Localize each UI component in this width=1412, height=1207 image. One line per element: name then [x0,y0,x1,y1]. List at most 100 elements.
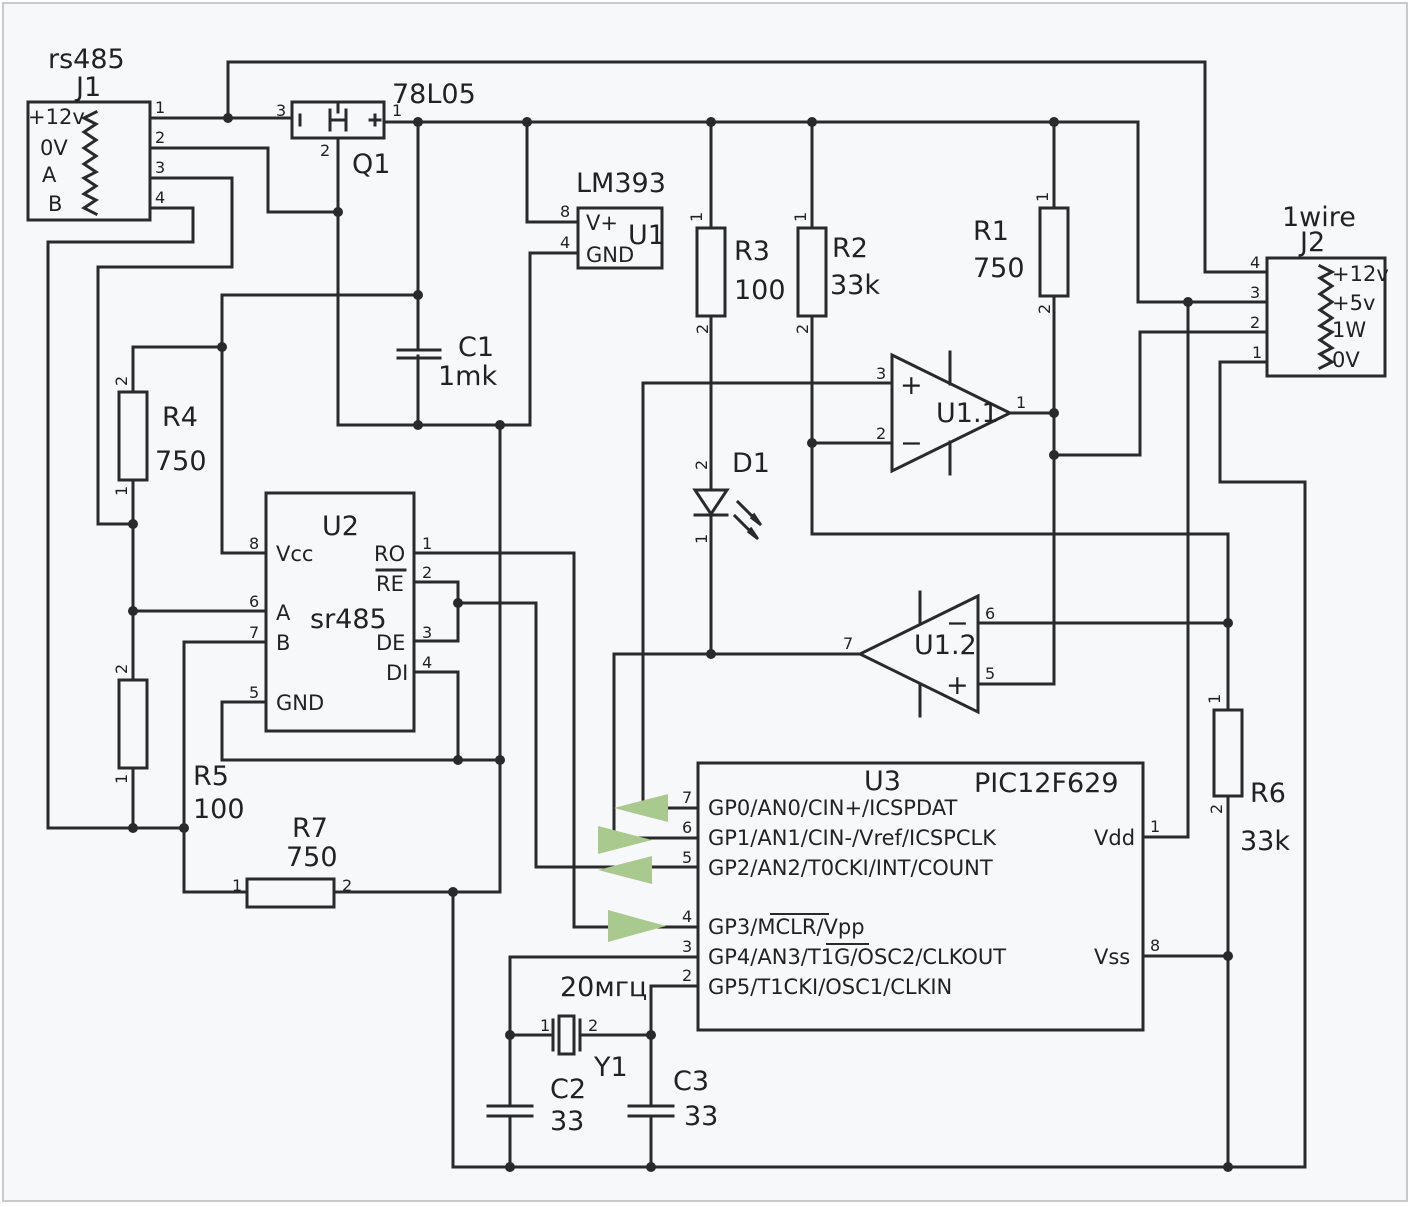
r5-pin-number: 1 [112,774,131,784]
u2-pin-label: GND [276,691,324,715]
r6-value: 33k [1240,826,1290,857]
u1-pin-number: 8 [560,202,570,221]
u3-vss-label: Vss [1094,945,1130,969]
r4-pin-number: 2 [112,376,131,386]
d1-ref: D1 [732,448,770,479]
arrow-gp0-icon [614,794,668,822]
u2-pin-number: 1 [422,534,432,553]
u2-pin-label: Vcc [276,542,313,566]
j2-pin-number: 4 [1250,253,1260,272]
r2-ref: R2 [832,233,868,264]
comparator-u1-1: + − U1.1 3 2 1 [876,350,1026,476]
j1-pin-label: 0V [40,136,68,160]
r3-body [695,226,727,318]
wires [46,60,1307,1169]
q1-ref: Q1 [352,149,390,180]
junctions [128,113,1233,1172]
y1-pin-number: 2 [588,1016,598,1035]
d1-triangle [692,488,730,517]
r6-pin-number: 2 [1207,804,1226,814]
r5-value: 100 [193,794,245,825]
u3-pin-number: 1 [1150,817,1160,836]
u1-1-pin-number: 2 [876,424,886,443]
u2-ref: U2 [322,511,359,542]
u3-vdd-label: Vdd [1094,826,1135,850]
r7-body [245,877,336,909]
crystal-y1: 20мгц Y1 1 2 [540,972,647,1083]
q1-pin-gnd: 2 [320,141,330,160]
r7-ref: R7 [292,813,328,844]
u3-body [696,761,1145,1032]
r3-ref: R3 [734,236,770,267]
u2-body [264,491,416,733]
resistor-r6: R6 33k 1 2 [1205,694,1290,857]
r7-value: 750 [286,842,338,873]
resistor-r7: R7 750 1 2 [232,813,352,909]
u3-pin-number: 7 [682,788,692,807]
u2-pin-number: 2 [422,563,432,582]
capacitor-c3: C3 33 [627,1066,718,1132]
j1-pin-label: +12v [28,105,85,129]
connector-j1: rs485 J1 +12v 0V A B 1 2 3 4 [26,44,165,222]
r1-pin-number: 2 [1035,304,1054,314]
r6-body [1212,708,1244,798]
r4-body [117,390,149,482]
r4-value: 750 [155,446,207,477]
r1-body [1038,206,1070,298]
r5-pin-number: 2 [112,664,131,674]
r2-pin-number: 2 [793,324,812,334]
j2-ref: J2 [1298,227,1325,258]
resistor-r2: R2 33k 1 2 [791,212,880,334]
u3-pin-number: 2 [682,966,692,985]
u3-pin-number: 3 [682,937,692,956]
u1-pin-number: 4 [560,233,570,252]
q1-symbol [298,102,382,132]
r2-body [796,226,828,318]
u1-2-pin-number: 6 [985,604,995,623]
u2-pin-number: 7 [249,623,259,642]
q1-pin-in: 3 [276,101,286,120]
u1-2-pin-number: 7 [843,634,853,653]
r4-ref: R4 [162,402,198,433]
j1-pin-number: 2 [155,128,165,147]
signal-arrows [598,794,668,942]
u3-pin-number: 6 [682,818,692,837]
u1-1-plus: + [900,370,923,401]
y1-plates [551,1018,582,1052]
u2-pin-label: RE [376,572,404,596]
led-d1: D1 2 1 [692,448,770,544]
u3-pin-number: 5 [682,848,692,867]
d1-pin-number: 1 [692,534,711,544]
c2-ref: C2 [550,1074,586,1105]
u3-ref: U3 [864,766,901,797]
u3-pin-number: 4 [682,907,692,926]
u3-part: PIC12F629 [974,768,1119,799]
r4-pin-number: 1 [112,486,131,496]
j1-zigzag [80,109,99,217]
u1-vplus-label: V+ [586,211,618,235]
connector-j2: 1wire J2 +12v +5v 1W 0V 4 3 2 1 [1250,202,1389,378]
u2-pin-number: 5 [249,683,259,702]
r6-ref: R6 [1250,778,1286,809]
j2-pin-number: 3 [1250,283,1260,302]
u2-pin-number: 8 [249,534,259,553]
d1-pin-number: 2 [692,460,711,470]
comparator-u1-power: LM393 V+ GND U1 8 4 [560,168,666,270]
resistor-r5: R5 100 2 1 [112,664,245,825]
u2-pin-label: DE [376,631,405,655]
j2-pin-number: 2 [1250,313,1260,332]
r1-pin-number: 1 [1033,192,1052,202]
u2-pin-label: RO [374,542,405,566]
y1-body [557,1014,576,1056]
r5-body [117,678,149,770]
u3-pin-label: GP3/MCLR/Vpp [708,915,865,939]
u1-2-pin-number: 5 [985,664,995,683]
r5-ref: R5 [193,761,229,792]
u1-ref: U1 [628,220,665,251]
q1-pin-out: 1 [392,101,402,120]
j2-pin-label: 1W [1332,318,1366,342]
r1-value: 750 [973,253,1025,284]
u2-pin-number: 4 [422,653,432,672]
c2-value: 33 [550,1106,584,1137]
